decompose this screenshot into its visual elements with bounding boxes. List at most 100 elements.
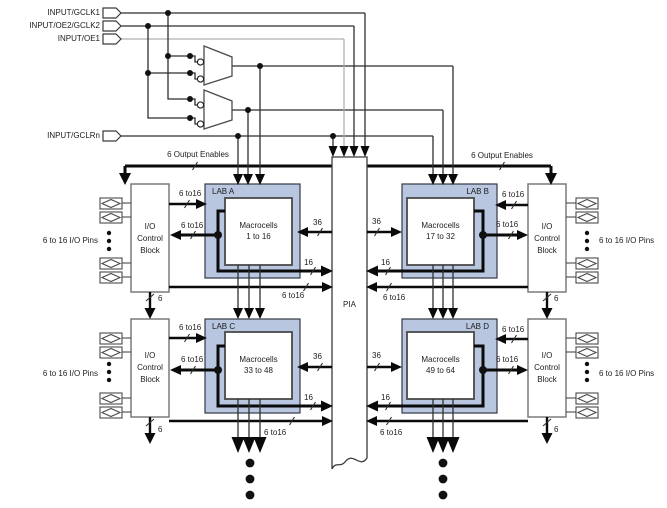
iocb-text-line: Block xyxy=(537,375,557,384)
width-6to16-d-in: 6 to16 xyxy=(502,325,525,334)
input-label-gclk1: INPUT/GCLK1 xyxy=(47,8,100,17)
io-pin-ellipsis-dots xyxy=(106,230,590,383)
macrocells-b-box xyxy=(406,197,475,266)
iocb-upper-right-label: I/O Control Block xyxy=(528,221,566,257)
width-6to16-b-in: 6 to16 xyxy=(502,190,525,199)
lab-d-title: LAB D xyxy=(465,322,489,331)
inverter-bubble-icon xyxy=(196,120,205,128)
width-6-lr: 6 xyxy=(554,425,559,434)
width-6-ll: 6 xyxy=(158,425,163,434)
pin-connector-oe1 xyxy=(102,33,122,45)
io-pin-icon xyxy=(575,197,599,284)
width-16-a: 16 xyxy=(304,258,313,267)
input-pin-connectors xyxy=(102,7,122,142)
io-pin-icon xyxy=(99,332,123,419)
lab-a-title: LAB A xyxy=(212,187,235,196)
macrocells-b-word: Macrocells xyxy=(421,221,460,230)
iocb-text-line: Control xyxy=(137,234,163,243)
iocb-text-line: I/O xyxy=(541,351,553,360)
pin-connector-gclrn xyxy=(102,130,122,142)
io-pin-symbols xyxy=(99,197,599,419)
width-6to16-c-in: 6 to16 xyxy=(179,323,202,332)
signal-arrowheads xyxy=(233,146,458,185)
width-6to16-a-fb: 6 to16 xyxy=(181,221,204,230)
iocb-lower-right-box xyxy=(527,318,567,418)
pin-connector-oe2-gclk2 xyxy=(102,20,122,32)
width-6to16-a-in: 6 to16 xyxy=(179,189,202,198)
width-16-b: 16 xyxy=(381,258,390,267)
width-16-c: 16 xyxy=(304,393,313,402)
oe-muxes xyxy=(196,45,233,130)
io-pins-label-upper-left: 6 to 16 I/O Pins xyxy=(42,236,98,245)
macrocells-c-label: Macrocells 33 to 48 xyxy=(225,354,292,376)
width-6to16-b-pia: 6 to16 xyxy=(383,293,406,302)
input-label-gclrn: INPUT/GCLRn xyxy=(47,131,100,140)
io-pins-label-upper-right: 6 to 16 I/O Pins xyxy=(599,236,655,245)
macrocells-d-range: 49 to 64 xyxy=(426,366,455,375)
lab-c-title: LAB C xyxy=(212,322,236,331)
io-pin-icon xyxy=(575,332,599,419)
width-6to16-c-fb: 6 to16 xyxy=(181,355,204,364)
macrocells-d-box xyxy=(406,331,475,400)
width-16-d: 16 xyxy=(381,393,390,402)
bus-label-right: 6 Output Enables xyxy=(471,151,533,160)
iocb-lower-left-label: I/O Control Block xyxy=(131,350,169,386)
iocb-text-line: Block xyxy=(537,246,557,255)
iocb-text-line: Block xyxy=(140,375,160,384)
pia-label: PIA xyxy=(343,300,356,309)
macrocells-c-box xyxy=(224,331,293,400)
io-pin-icon xyxy=(99,197,123,284)
width-6to16-d-pia: 6 to16 xyxy=(380,428,403,437)
input-label-oe2-gclk2: INPUT/OE2/GCLK2 xyxy=(29,21,100,30)
width-36-c: 36 xyxy=(313,352,322,361)
input-label-oe1: INPUT/OE1 xyxy=(57,34,100,43)
inverter-bubble-icon xyxy=(196,58,205,66)
iocb-text-line: Control xyxy=(137,363,163,372)
inverter-bubble-icon xyxy=(196,101,205,109)
inverter-bubble-icon xyxy=(196,75,205,83)
global-signal-lines xyxy=(120,12,454,174)
iocb-lower-right-label: I/O Control Block xyxy=(528,350,566,386)
bus-label-left: 6 Output Enables xyxy=(167,150,229,159)
bus-width-ticks xyxy=(145,199,552,427)
pin-connector-gclk1 xyxy=(102,7,122,19)
width-36-b: 36 xyxy=(372,217,381,226)
thick-arrowheads xyxy=(144,199,553,444)
iocb-text-line: Control xyxy=(534,363,560,372)
width-6to16-c-pia: 6 to16 xyxy=(264,428,287,437)
macrocells-a-word: Macrocells xyxy=(239,221,278,230)
macrocells-a-label: Macrocells 1 to 16 xyxy=(225,220,292,242)
macrocells-d-word: Macrocells xyxy=(421,355,460,364)
io-pins-label-lower-left: 6 to 16 I/O Pins xyxy=(42,369,98,378)
iocb-upper-right-box xyxy=(527,183,567,293)
iocb-text-line: Block xyxy=(140,246,160,255)
macrocells-b-range: 17 to 32 xyxy=(426,232,455,241)
macrocells-a-box xyxy=(224,197,293,266)
iocb-text-line: I/O xyxy=(144,351,156,360)
io-pins-label-lower-right: 6 to 16 I/O Pins xyxy=(599,369,655,378)
io-control-blocks xyxy=(130,183,567,418)
oe-mux-2 xyxy=(203,89,233,130)
width-6-ul: 6 xyxy=(158,294,163,303)
continuation-dots xyxy=(245,458,448,500)
lab-column-arrowheads xyxy=(231,308,460,453)
junction-dots xyxy=(145,10,487,374)
macrocells-c-range: 33 to 48 xyxy=(244,366,273,375)
macrocells-a-range: 1 to 16 xyxy=(246,232,271,241)
macrocell-boxes xyxy=(224,197,475,400)
oe-mux-1 xyxy=(203,45,233,86)
macrocells-b-label: Macrocells 17 to 32 xyxy=(407,220,474,242)
width-36-d: 36 xyxy=(372,351,381,360)
width-6to16-d-fb: 6 to16 xyxy=(496,355,519,364)
macrocells-d-label: Macrocells 49 to 64 xyxy=(407,354,474,376)
iocb-text-line: I/O xyxy=(541,222,553,231)
width-6to16-b-fb: 6 to16 xyxy=(496,220,519,229)
lab-column-verticals xyxy=(237,265,454,437)
iocb-text-line: I/O xyxy=(144,222,156,231)
pia-column xyxy=(331,156,368,470)
macrocells-c-word: Macrocells xyxy=(239,355,278,364)
iocb-text-line: Control xyxy=(534,234,560,243)
width-6-ur: 6 xyxy=(554,294,559,303)
